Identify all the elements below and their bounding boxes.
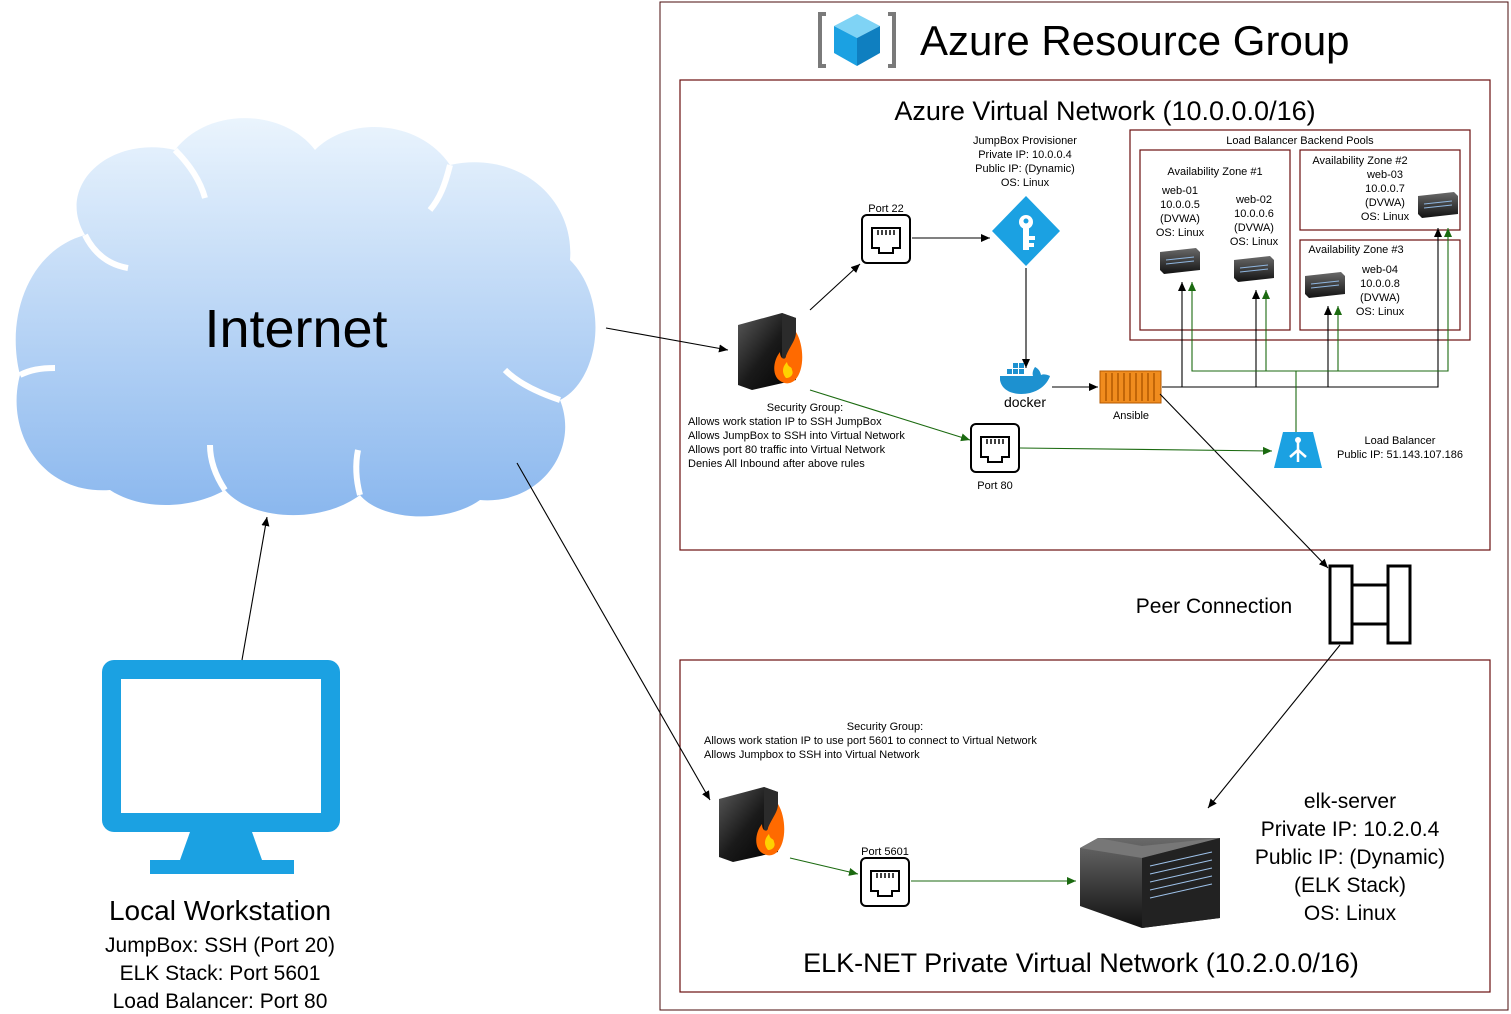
- port-22-label: Port 22: [868, 203, 903, 215]
- web02-line-4: OS: Linux: [1230, 236, 1279, 248]
- elk-line-3: Public IP: (Dynamic): [1255, 846, 1445, 869]
- port-80-label: Port 80: [977, 480, 1012, 492]
- peer-to-elk-server-arrow: [1207, 644, 1341, 809]
- elk-line-5: OS: Linux: [1304, 902, 1397, 925]
- lb-to-web01-arrow: [1188, 282, 1296, 372]
- internet-label: Internet: [204, 299, 387, 359]
- zone-2-title: Availability Zone #2: [1312, 155, 1407, 167]
- sg1-line-5: Denies All Inbound after above rules: [688, 458, 865, 470]
- ansible-icon: [1099, 370, 1162, 404]
- jumpbox-line-1: JumpBox Provisioner: [973, 135, 1077, 147]
- docker-label: docker: [1004, 394, 1046, 410]
- server-icon: [1305, 272, 1345, 298]
- ansible-to-peer-arrow: [1159, 393, 1329, 569]
- workstation-line-1: JumpBox: SSH (Port 20): [105, 934, 335, 957]
- server-icon: [1234, 256, 1274, 282]
- jumpbox-line-2: Private IP: 10.0.0.4: [978, 149, 1072, 161]
- sg2-line-1: Security Group:: [847, 721, 923, 733]
- resource-group-title: Azure Resource Group: [920, 17, 1350, 64]
- lb-to-web04-arrow: [1296, 306, 1342, 372]
- backend-pools-box: [1129, 129, 1471, 341]
- web01-line-3: (DVWA): [1160, 213, 1200, 225]
- jumpbox-line-4: OS: Linux: [1001, 177, 1050, 189]
- web03-line-4: OS: Linux: [1361, 211, 1410, 223]
- elk-line-2: Private IP: 10.2.0.4: [1261, 818, 1440, 841]
- server-icon: [1080, 838, 1220, 928]
- port-80-icon: [970, 423, 1020, 473]
- web03-line-3: (DVWA): [1365, 197, 1405, 209]
- resource-group-border: [659, 1, 1509, 1011]
- web04-line-2: 10.0.0.8: [1360, 278, 1400, 290]
- load-balancer-icon: [1274, 432, 1322, 468]
- backend-pools-title: Load Balancer Backend Pools: [1226, 135, 1374, 147]
- availability-zone-1-box: [1139, 149, 1291, 331]
- workstation-title: Local Workstation: [109, 895, 331, 926]
- ansible-to-web01-arrow: [1162, 282, 1186, 388]
- workstation-line-3: Load Balancer: Port 80: [113, 990, 328, 1013]
- monitor-icon: [102, 660, 340, 874]
- jumpbox-line-3: Public IP: (Dynamic): [975, 163, 1075, 175]
- peer-connection-label: Peer Connection: [1136, 595, 1292, 618]
- web04-line-4: OS: Linux: [1356, 306, 1405, 318]
- firewall-icon: [719, 787, 785, 862]
- elk-line-1: elk-server: [1304, 790, 1396, 813]
- virtual-network-box: [679, 79, 1491, 551]
- elk-network-box: [679, 659, 1491, 993]
- lb-line-1: Load Balancer: [1365, 435, 1436, 447]
- web01-line-1: web-01: [1161, 185, 1198, 197]
- web04-line-1: web-04: [1361, 264, 1398, 276]
- vnet-title: Azure Virtual Network (10.0.0.0/16): [894, 96, 1315, 126]
- ansible-to-web03-arrow: [1328, 228, 1442, 388]
- internet-to-firewall-arrow: [605, 327, 729, 353]
- firewall-to-port22-arrow: [809, 263, 861, 311]
- workstation-to-internet-arrow: [241, 516, 270, 661]
- peering-icon: [1328, 564, 1412, 645]
- port-22-icon: [861, 214, 911, 264]
- port80-to-load-balancer-arrow: [1019, 446, 1273, 455]
- web02-line-3: (DVWA): [1234, 222, 1274, 234]
- ansible-to-web02-arrow: [1182, 290, 1260, 388]
- web01-line-4: OS: Linux: [1156, 227, 1205, 239]
- web02-line-2: 10.0.0.6: [1234, 208, 1274, 220]
- server-icon: [1160, 248, 1200, 274]
- availability-zone-2-box: [1299, 149, 1461, 231]
- ansible-to-web04-arrow: [1256, 306, 1332, 388]
- zone-3-title: Availability Zone #3: [1308, 244, 1403, 256]
- firewall-icon: [738, 313, 803, 390]
- lb-to-web02-arrow: [1262, 290, 1296, 372]
- lb-line-2: Public IP: 51.143.107.186: [1337, 449, 1463, 461]
- azure-resource-group-icon: [818, 12, 896, 68]
- key-icon: [992, 196, 1060, 266]
- port-5601-label: Port 5601: [861, 846, 909, 858]
- elk-line-4: (ELK Stack): [1294, 874, 1406, 897]
- workstation-line-2: ELK Stack: Port 5601: [120, 962, 321, 985]
- web02-line-1: web-02: [1235, 194, 1272, 206]
- availability-zone-3-box: [1299, 239, 1461, 331]
- elknet-title: ELK-NET Private Virtual Network (10.2.0.…: [803, 948, 1359, 978]
- lb-to-web03-arrow: [1338, 228, 1452, 372]
- zone-1-title: Availability Zone #1: [1167, 166, 1262, 178]
- ansible-label: Ansible: [1113, 410, 1149, 422]
- sg1-line-3: Allows JumpBox to SSH into Virtual Netwo…: [688, 430, 905, 442]
- sg1-line-1: Security Group:: [767, 402, 843, 414]
- docker-icon: [1000, 363, 1050, 394]
- sg1-line-4: Allows port 80 traffic into Virtual Netw…: [688, 444, 886, 456]
- sg2-line-2: Allows work station IP to use port 5601 …: [704, 735, 1037, 747]
- web03-line-2: 10.0.0.7: [1365, 183, 1405, 195]
- firewall-to-port80-arrow: [809, 389, 971, 442]
- internet-to-elk-firewall-arrow: [516, 462, 711, 801]
- web04-line-3: (DVWA): [1360, 292, 1400, 304]
- web03-line-1: web-03: [1366, 169, 1403, 181]
- sg2-line-3: Allows Jumpbox to SSH into Virtual Netwo…: [704, 749, 920, 761]
- port-5601-icon: [860, 857, 910, 907]
- server-icon: [1418, 192, 1458, 218]
- cloud-icon: [15, 118, 596, 517]
- elk-firewall-to-port5601-arrow: [789, 857, 859, 876]
- web01-line-2: 10.0.0.5: [1160, 199, 1200, 211]
- sg1-line-2: Allows work station IP to SSH JumpBox: [688, 416, 882, 428]
